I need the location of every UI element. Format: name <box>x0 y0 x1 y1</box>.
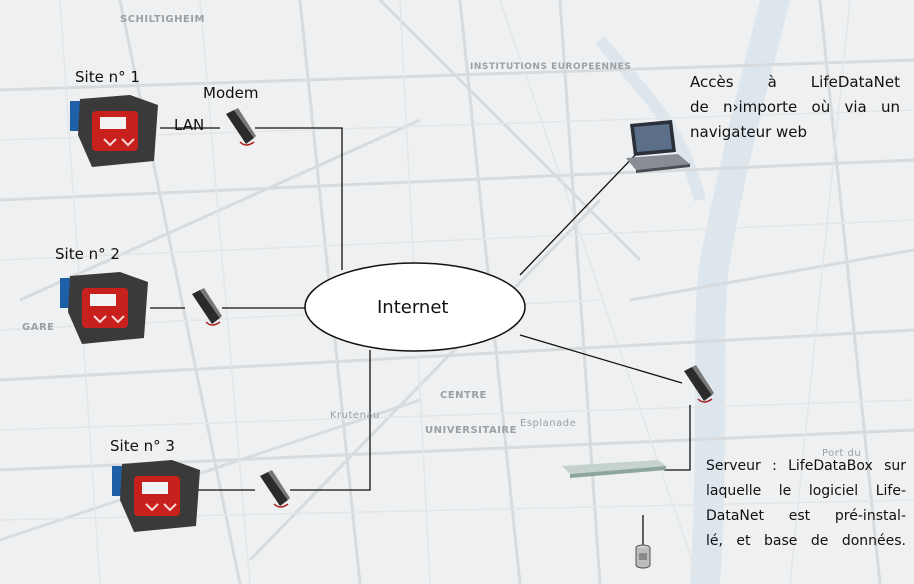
access-line-3: navigateur web <box>690 123 808 141</box>
terminal-icon <box>70 95 162 171</box>
map-label-centre: CENTRE <box>440 390 487 401</box>
site-1-label: Site n° 1 <box>75 68 140 86</box>
terminal-icon <box>112 460 204 536</box>
map-label-esplanade: Esplanade <box>520 418 577 429</box>
server-icon <box>562 460 666 486</box>
site-3-label: Site n° 3 <box>110 437 175 455</box>
server-line-4: lé, et base de données. <box>706 533 906 549</box>
modem-icon <box>188 288 224 334</box>
access-line-1: Accès à LifeDataNet <box>690 73 900 91</box>
map-label-port: Port du <box>822 448 862 459</box>
internet-cloud <box>304 262 526 352</box>
server-line-1: Serveur : LifeDataBox sur <box>706 458 906 474</box>
site-2-label: Site n° 2 <box>55 245 120 263</box>
modem-label: Modem <box>203 84 259 102</box>
terminal-icon <box>60 272 152 348</box>
access-line-2: de n›importe où via un <box>690 98 900 116</box>
connection-lines <box>150 127 691 545</box>
server-description: Serveur : LifeDataBox sur laquelle le lo… <box>706 454 906 554</box>
database-icon <box>634 544 652 574</box>
internet-label: Internet <box>377 297 449 318</box>
modem-icon <box>222 108 258 154</box>
map-label-gare: GARE <box>22 322 55 333</box>
map-label-schiltigheim: SCHILTIGHEIM <box>120 14 205 25</box>
modem-icon <box>680 365 716 411</box>
modem-icon <box>256 470 292 516</box>
laptop-icon <box>622 120 692 178</box>
server-line-2: laquelle le logiciel Life- <box>706 483 906 499</box>
access-description: Accès à LifeDataNet de n›importe où via … <box>690 70 900 145</box>
server-line-3: DataNet est pré-instal- <box>706 508 906 524</box>
map-label-krutenau: Krutenau <box>330 410 380 421</box>
map-label-institutions: INSTITUTIONS EUROPEENNES <box>470 62 632 72</box>
map-label-universitaire: UNIVERSITAIRE <box>425 425 517 436</box>
lan-label: LAN <box>174 116 205 134</box>
